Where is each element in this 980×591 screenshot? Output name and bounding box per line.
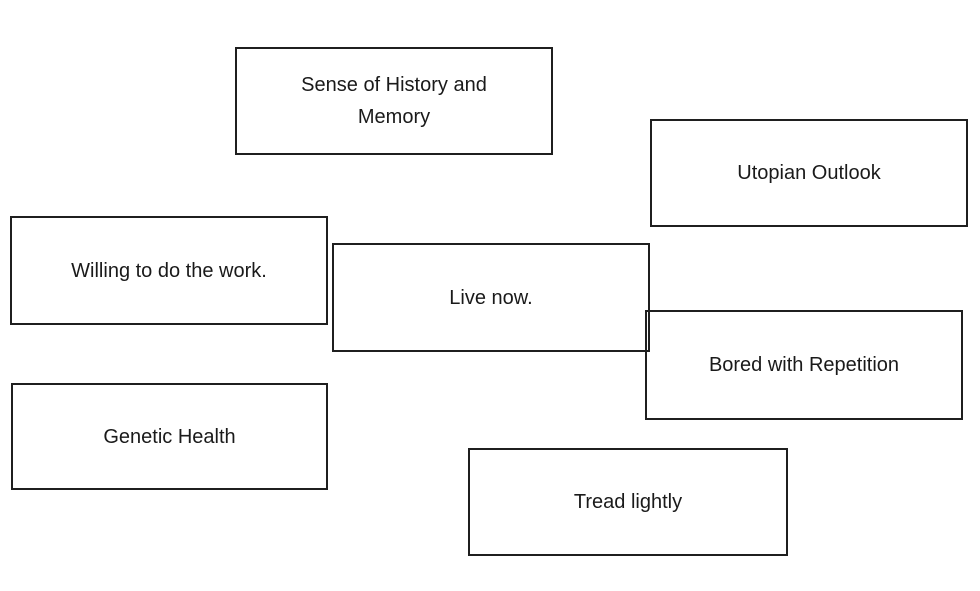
text-box-utopian-outlook[interactable]: Utopian Outlook: [650, 119, 968, 227]
text-box-tread-lightly[interactable]: Tread lightly: [468, 448, 788, 556]
text-box-genetic-health[interactable]: Genetic Health: [11, 383, 328, 490]
text-box-willing-to-do-the-work[interactable]: Willing to do the work.: [10, 216, 328, 325]
text-box-label: Willing to do the work.: [71, 259, 267, 282]
text-box-label: Sense of History and Memory: [301, 74, 487, 128]
text-box-label: Utopian Outlook: [737, 162, 881, 184]
text-box-sense-of-history-and-memory[interactable]: Sense of History and Memory: [235, 47, 553, 155]
text-box-label: Genetic Health: [103, 425, 236, 448]
text-box-bored-with-repetition[interactable]: Bored with Repetition: [645, 310, 963, 420]
text-box-label: Tread lightly: [573, 491, 683, 513]
text-box-live-now[interactable]: Live now.: [332, 243, 650, 352]
text-box-label: Live now.: [449, 286, 533, 309]
text-box-label: Bored with Repetition: [708, 354, 900, 376]
